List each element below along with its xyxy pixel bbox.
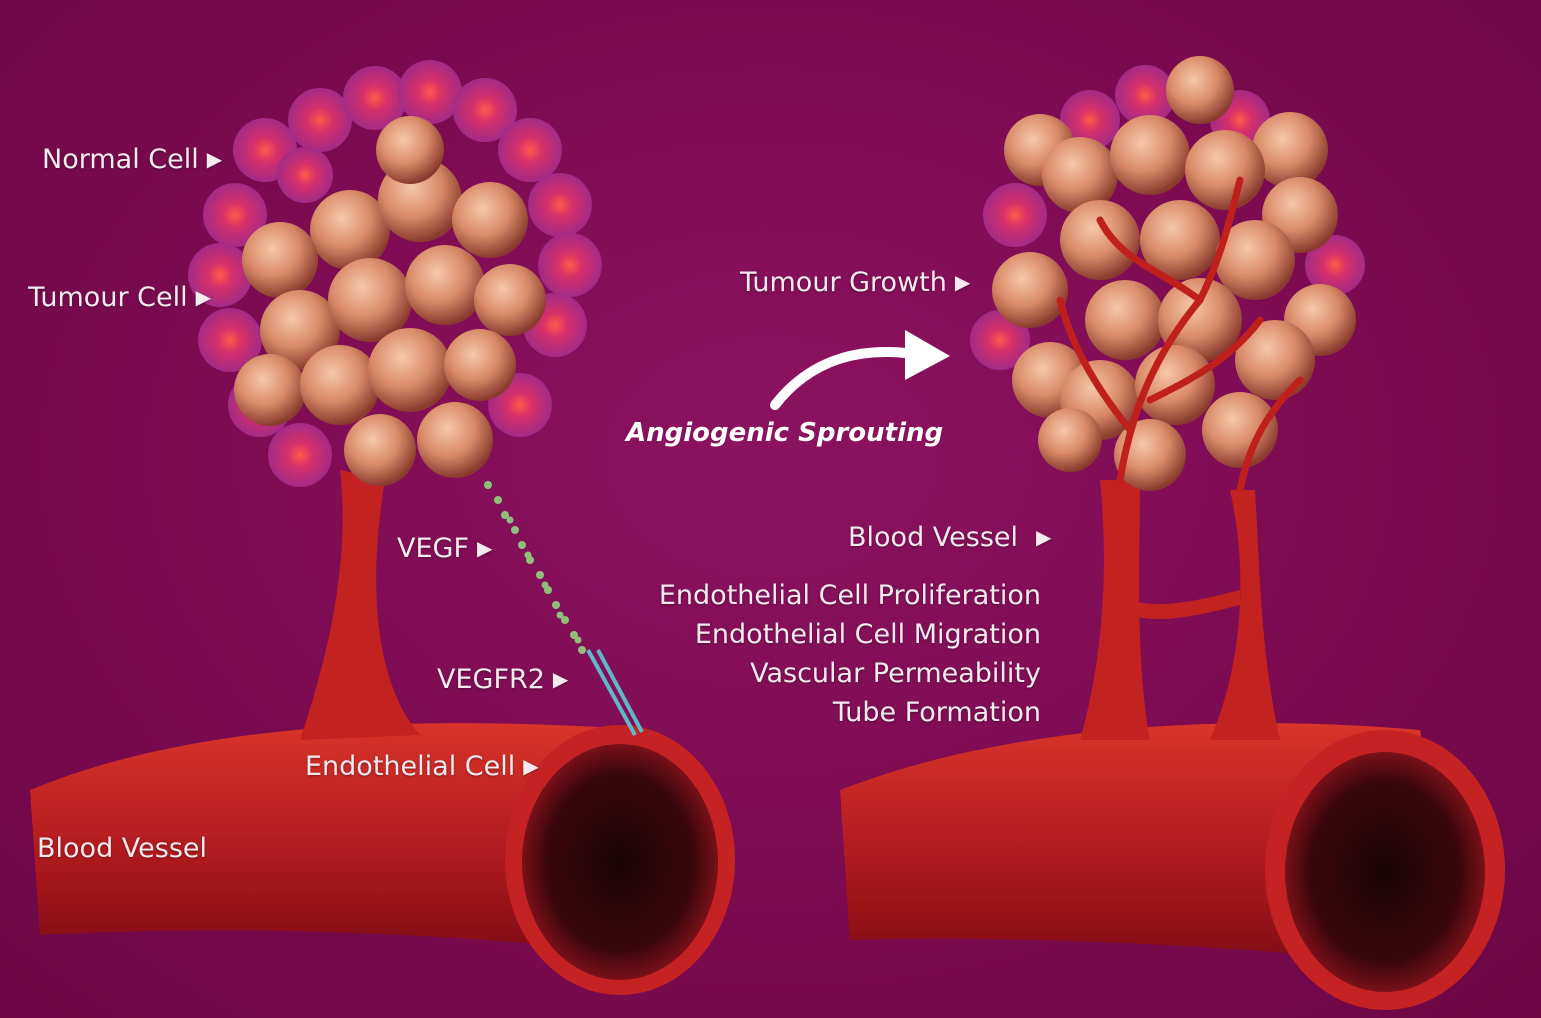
label-blood-vessel-right: Blood Vessel ▶ [848, 524, 1051, 551]
label-vegfr2: VEGFR2 ▶ [437, 666, 568, 693]
label-blood-vessel-right-text: Blood Vessel [848, 522, 1018, 553]
label-normal-cell: Normal Cell ▶ [42, 146, 222, 173]
effect-item: Endothelial Cell Migration [601, 615, 1041, 654]
pointer-arrow-icon: ▶ [553, 667, 568, 691]
label-vegf-text: VEGF [397, 533, 469, 564]
effect-item: Tube Formation [601, 693, 1041, 732]
sprouting-arrow [775, 352, 920, 405]
right-blood-vessel-shape [840, 723, 1505, 1010]
label-endothelial-cell: Endothelial Cell ▶ [305, 753, 539, 780]
label-vegf: VEGF ▶ [397, 535, 492, 562]
vegf-dots [484, 481, 586, 654]
label-tumour-growth-text: Tumour Growth [740, 267, 947, 298]
pointer-arrow-icon: ▶ [477, 536, 492, 560]
pointer-arrow-icon: ▶ [955, 270, 970, 294]
label-blood-vessel-left-text: Blood Vessel [37, 833, 207, 864]
effect-item: Vascular Permeability [601, 654, 1041, 693]
effects-list: Endothelial Cell Proliferation Endotheli… [601, 576, 1041, 732]
sprouting-arrowhead [905, 330, 950, 380]
pointer-arrow-icon: ▶ [1036, 525, 1051, 549]
right-tumour-cells [992, 56, 1356, 491]
label-blood-vessel-left: Blood Vessel [37, 835, 207, 862]
pointer-arrow-icon: ▶ [207, 147, 222, 171]
pointer-arrow-icon: ▶ [196, 285, 211, 309]
label-angiogenic-sprouting: Angiogenic Sprouting [626, 418, 943, 448]
label-tumour-cell: Tumour Cell ▶ [28, 284, 211, 311]
label-vegfr2-text: VEGFR2 [437, 664, 545, 695]
left-vessel-stalk [300, 470, 420, 740]
label-normal-cell-text: Normal Cell [42, 144, 199, 175]
label-tumour-cell-text: Tumour Cell [28, 282, 188, 313]
pointer-arrow-icon: ▶ [523, 754, 538, 778]
right-vessel-branches [1080, 480, 1280, 740]
label-tumour-growth: Tumour Growth ▶ [740, 269, 970, 296]
label-endothelial-cell-text: Endothelial Cell [305, 751, 515, 782]
effect-item: Endothelial Cell Proliferation [601, 576, 1041, 615]
